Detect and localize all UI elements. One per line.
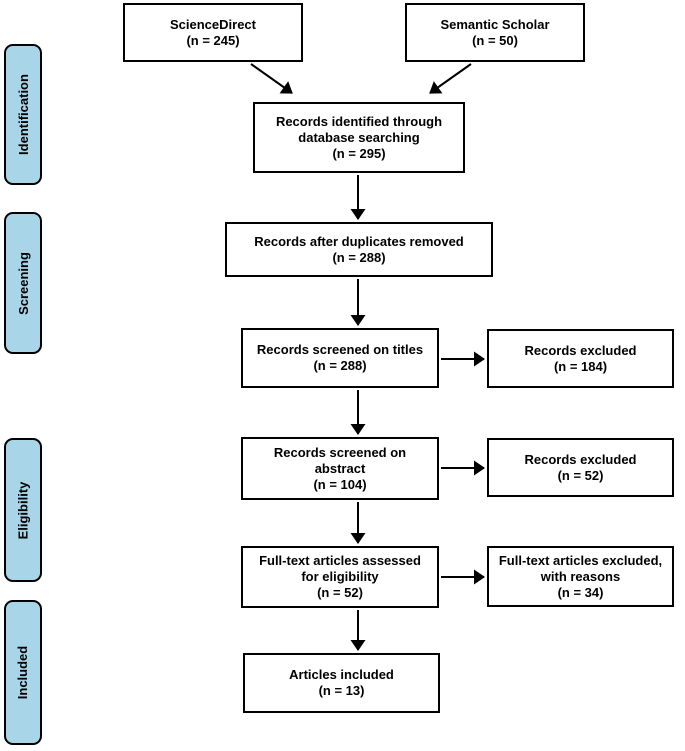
flow-box-sciencedirect: ScienceDirect (n = 245) [123,3,303,62]
flow-box-excluded-titles: Records excluded (n = 184) [487,329,674,388]
flow-box-records-identified: Records identified through database sear… [253,102,465,173]
box-label: ScienceDirect [170,16,256,32]
box-count: (n = 288) [332,249,386,265]
arrow-semanticscholar-to-identified [429,63,472,94]
box-label: Full-text articles assessed for eligibil… [259,553,421,584]
flow-box-semantic-scholar: Semantic Scholar (n = 50) [405,3,585,62]
box-label: Records excluded [524,451,637,467]
box-label: Records after duplicates removed [254,233,464,249]
box-count: (n = 288) [313,358,367,373]
stage-label-text: Identification [15,74,31,155]
box-count: (n = 245) [186,32,240,48]
stage-label-text: Included [15,645,31,700]
box-label: Records identified through database sear… [275,113,443,145]
box-label: Records screened on abstract [273,444,407,476]
box-label: Semantic Scholar [440,16,550,32]
flow-box-fulltext-excluded: Full-text articles excluded, with reason… [487,546,674,607]
box-count: (n = 13) [318,683,365,698]
flow-box-duplicates-removed: Records after duplicates removed (n = 28… [225,222,493,277]
flow-box-screened-abstract: Records screened on abstract (n = 104) [241,437,439,500]
box-count: (n = 52) [557,467,604,483]
flow-box-fulltext-assessed: Full-text articles assessed for eligibil… [241,546,439,608]
stage-label-eligibility: Eligibility [4,438,42,582]
box-count: (n = 295) [332,145,386,161]
flow-box-screened-titles: Records screened on titles (n = 288) [241,328,439,388]
stage-label-included: Included [4,600,42,745]
flow-box-articles-included: Articles included (n = 13) [243,653,440,713]
box-count: (n = 104) [313,476,367,492]
box-count: (n = 50) [472,32,518,48]
box-count: (n = 184) [553,358,608,374]
box-label: Full-text articles excluded, with reason… [498,552,663,584]
stage-label-text: Eligibility [15,481,31,539]
stage-label-screening: Screening [4,212,42,354]
flow-box-excluded-abstract: Records excluded (n = 52) [487,438,674,497]
box-label: Records screened on titles [256,342,424,357]
stage-label-identification: Identification [4,44,42,185]
arrow-sciencedirect-to-identified [250,63,293,94]
box-count: (n = 52) [317,585,363,600]
box-count: (n = 34) [557,584,604,600]
stage-label-text: Screening [15,251,31,315]
box-label: Records excluded [524,342,637,358]
box-label: Articles included [289,667,394,682]
